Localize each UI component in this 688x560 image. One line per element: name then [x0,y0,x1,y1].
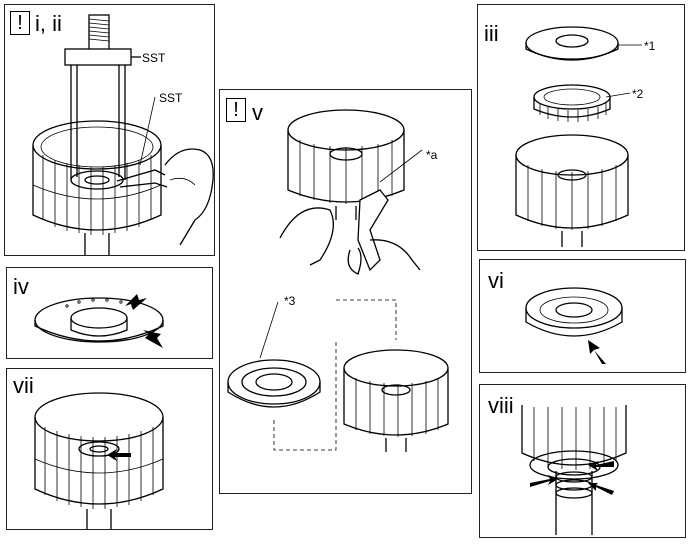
arrow-icon [125,294,163,348]
callout-3: *3 [284,294,296,308]
callout-a: *a [426,148,438,162]
step-label: iii [484,21,499,46]
clutch-drum-sst-illustration [32,14,214,255]
step-label: vi [488,268,504,293]
plate-spring-illustration [515,26,642,247]
drum-illustration [34,392,164,529]
step-label: viii [488,393,514,418]
warning-icon: ! [10,11,30,35]
piston-illustration [34,294,164,348]
hub-illustration [525,287,623,364]
step-label: iv [13,274,29,299]
sst-label-top: SST [142,51,166,65]
air-blow-illustration [227,109,449,452]
callout-2: *2 [632,87,644,101]
panel-step-viii: viii [479,384,686,538]
panel-step-iii: iii *1 *2 [477,4,685,251]
step-label: v [252,100,263,125]
drum-bottom-illustration [521,405,627,535]
sst-label-side: SST [159,91,183,105]
step-label: vii [13,373,34,398]
panel-step-iv: iv [6,267,213,359]
step-label: i, ii [35,11,62,36]
panel-step-vii: vii [6,368,213,530]
arrow-icon [588,340,606,364]
callout-1: *1 [644,39,656,53]
arrow-icon [107,449,131,461]
panel-step-i-ii: ! i, ii SST SST [4,4,215,256]
warning-icon: ! [226,98,246,122]
arrow-icon [530,461,614,495]
panel-step-v: ! v *a *3 [219,89,472,494]
panel-step-vi: vi [479,259,686,373]
